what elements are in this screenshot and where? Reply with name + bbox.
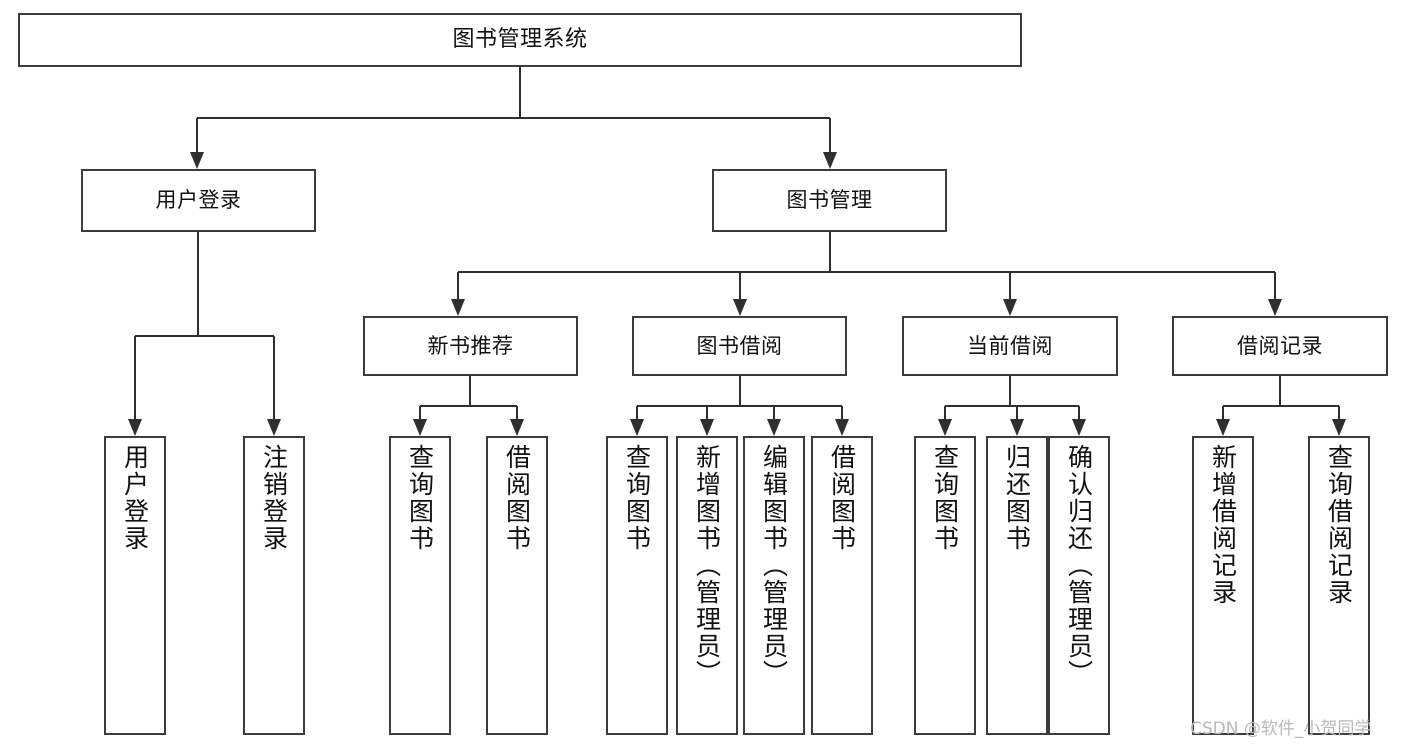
node-leaf-edit-book-label: 编辑图书（管理员） [759, 444, 789, 687]
node-user-login-label: 用户登录 [155, 188, 242, 213]
node-book-manage[interactable]: 图书管理 [712, 169, 947, 232]
node-leaf-add-book[interactable]: 新增图书（管理员） [676, 436, 738, 735]
node-leaf-query-record[interactable]: 查询借阅记录 [1308, 436, 1370, 735]
node-leaf-add-record[interactable]: 新增借阅记录 [1192, 436, 1254, 735]
node-leaf-logout[interactable]: 注销登录 [243, 436, 305, 735]
node-leaf-add-record-label: 新增借阅记录 [1208, 444, 1238, 606]
node-book-manage-label: 图书管理 [786, 188, 873, 213]
watermark: CSDN @软件_小贺同学 [1190, 719, 1372, 739]
node-leaf-borrow-book-2-label: 借阅图书 [827, 444, 857, 552]
node-leaf-user-login-label: 用户登录 [120, 444, 150, 552]
node-leaf-return-book-label: 归还图书 [1002, 444, 1032, 552]
node-borrow-record-label: 借阅记录 [1237, 333, 1323, 358]
node-book-borrow-label: 图书借阅 [696, 333, 783, 358]
node-leaf-query-book-3-label: 查询图书 [930, 444, 960, 552]
node-leaf-edit-book[interactable]: 编辑图书（管理员） [743, 436, 805, 735]
node-leaf-confirm-return[interactable]: 确认归还（管理员） [1048, 436, 1110, 735]
node-leaf-borrow-book-1-label: 借阅图书 [502, 444, 532, 552]
node-borrow-record[interactable]: 借阅记录 [1172, 316, 1388, 376]
node-current-borrow-label: 当前借阅 [967, 333, 1053, 358]
node-leaf-return-book[interactable]: 归还图书 [986, 436, 1048, 735]
node-leaf-borrow-book-1[interactable]: 借阅图书 [486, 436, 548, 735]
node-leaf-logout-label: 注销登录 [259, 444, 289, 552]
node-leaf-confirm-return-label: 确认归还（管理员） [1064, 444, 1094, 687]
node-leaf-query-book-2[interactable]: 查询图书 [606, 436, 668, 735]
node-leaf-borrow-book-2[interactable]: 借阅图书 [811, 436, 873, 735]
node-root[interactable]: 图书管理系统 [18, 13, 1022, 67]
node-user-login[interactable]: 用户登录 [81, 169, 316, 232]
node-leaf-user-login[interactable]: 用户登录 [104, 436, 166, 735]
node-leaf-query-record-label: 查询借阅记录 [1324, 444, 1354, 606]
node-leaf-add-book-label: 新增图书（管理员） [692, 444, 722, 687]
node-leaf-query-book-1-label: 查询图书 [405, 444, 435, 552]
node-new-book-recommend[interactable]: 新书推荐 [363, 316, 578, 376]
node-leaf-query-book-2-label: 查询图书 [622, 444, 652, 552]
node-root-label: 图书管理系统 [452, 27, 588, 53]
node-current-borrow[interactable]: 当前借阅 [902, 316, 1118, 376]
node-leaf-query-book-3[interactable]: 查询图书 [914, 436, 976, 735]
node-leaf-query-book-1[interactable]: 查询图书 [389, 436, 451, 735]
node-new-book-recommend-label: 新书推荐 [427, 333, 514, 358]
node-book-borrow[interactable]: 图书借阅 [632, 316, 847, 376]
